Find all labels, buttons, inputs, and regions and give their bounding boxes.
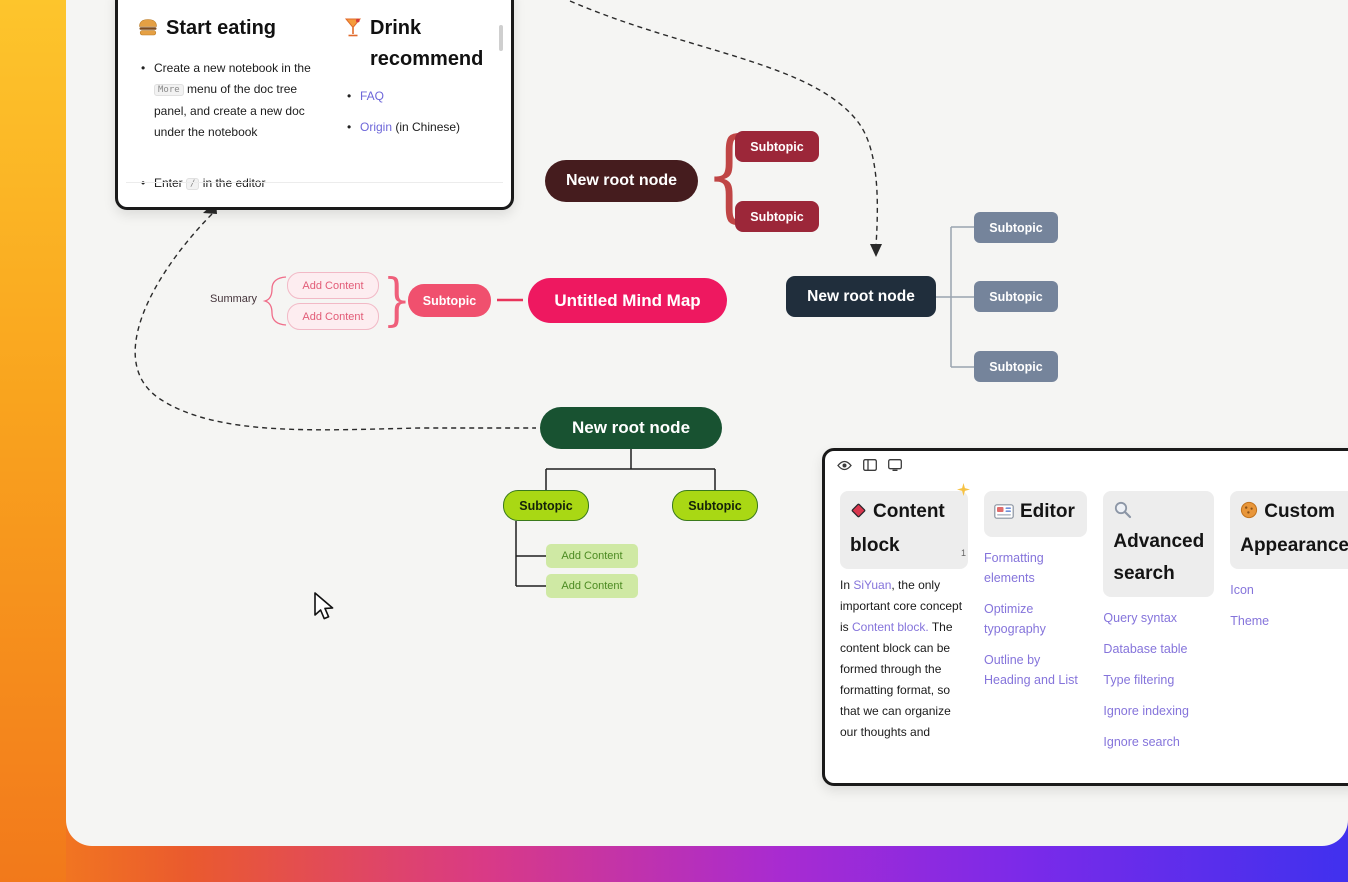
drink-list: FAQ Origin (in Chinese) — [344, 86, 497, 138]
editor-icon — [994, 498, 1014, 530]
card-title-text: Editor — [1020, 501, 1075, 522]
list-item: Ignore indexing — [1103, 701, 1214, 721]
doc-panel-content: Content block 1 In SiYuan, the only impo… — [840, 483, 1348, 763]
mindmap-root-node[interactable]: New root node — [786, 276, 936, 317]
more-kbd: More — [154, 84, 184, 96]
advanced-search-card[interactable]: Advanced search — [1103, 491, 1215, 597]
doc-link[interactable]: Type filtering — [1103, 673, 1175, 687]
list-text: in the editor — [199, 176, 266, 190]
doc-link[interactable]: Formatting elements — [984, 551, 1044, 585]
doc-panel-toolbar — [825, 451, 1348, 479]
list-text: Enter — [154, 176, 187, 190]
doc-link[interactable]: Ignore indexing — [1103, 704, 1189, 718]
doc-link[interactable]: Database table — [1103, 642, 1188, 656]
advanced-search-links: Query syntax Database table Type filteri… — [1103, 608, 1214, 752]
mindmap-root-node[interactable]: Untitled Mind Map — [528, 278, 727, 323]
para-text: In — [840, 578, 854, 592]
subtopic-node[interactable]: Subtopic — [408, 284, 491, 317]
sparkle-icon — [957, 483, 970, 501]
card-title-text: Content block — [850, 501, 945, 556]
card-title: Editor — [994, 496, 1077, 530]
content-block-card[interactable]: Content block — [840, 491, 968, 569]
section-heading-start-eating: Start eating — [138, 13, 334, 47]
add-content-node[interactable]: Add Content — [546, 574, 638, 598]
subtopic-node[interactable]: Subtopic — [672, 490, 758, 521]
burger-icon — [138, 16, 158, 47]
subtopic-node[interactable]: Subtopic — [974, 212, 1058, 243]
subtopic-node[interactable]: Subtopic — [974, 351, 1058, 382]
list-text: (in Chinese) — [392, 120, 461, 134]
card-title-text: Custom Appearance — [1240, 501, 1348, 556]
add-content-node[interactable]: Add Content — [287, 272, 379, 299]
doc-link[interactable]: Theme — [1230, 614, 1270, 628]
summary-label: Summary — [210, 293, 258, 305]
list-item: Create a new notebook in the More menu o… — [141, 58, 326, 143]
mindmap-root-node[interactable]: New root node — [545, 160, 698, 202]
editor-links: Formatting elements Optimize typography … — [984, 548, 1087, 690]
section-title: Drink recommend — [370, 17, 484, 70]
doc-panel: Content block 1 In SiYuan, the only impo… — [822, 448, 1348, 786]
cocktail-icon — [344, 16, 362, 47]
card-title: Content block — [850, 496, 958, 562]
doc-column-appearance: Custom Appearance Icon Theme — [1230, 491, 1348, 763]
list-item: Query syntax — [1103, 608, 1214, 628]
window-icon[interactable] — [888, 459, 902, 471]
doc-column-editor: Editor Formatting elements Optimize typo… — [984, 491, 1088, 763]
faq-link[interactable]: FAQ — [360, 89, 385, 103]
content-block-paragraph: In SiYuan, the only important core conce… — [840, 575, 968, 743]
start-eating-list: Create a new notebook in the More menu o… — [138, 58, 326, 195]
para-text: , the only important core concept is — [840, 578, 963, 634]
doc-link[interactable]: Icon — [1230, 583, 1254, 597]
card-title: Advanced search — [1113, 531, 1205, 584]
footnote-badge: 1 — [961, 548, 967, 558]
list-text: Create a new notebook in the — [154, 61, 311, 75]
section-heading-drink-recommend: Drink recommend — [344, 13, 497, 75]
magnifier-icon — [1113, 500, 1204, 524]
subtopic-node[interactable]: Subtopic — [503, 490, 589, 521]
card-title: Custom Appearance — [1240, 496, 1348, 562]
para-text: The content block can be formed through … — [840, 620, 953, 739]
tutorial-card: Start eating Create a new notebook in th… — [115, 0, 514, 210]
diamond-icon — [850, 498, 867, 530]
list-item: Outline by Heading and List — [984, 650, 1087, 690]
add-content-node[interactable]: Add Content — [546, 544, 638, 568]
list-item: Icon — [1230, 580, 1348, 600]
mouse-cursor — [313, 592, 339, 627]
content-block-link[interactable]: Content block. — [852, 620, 929, 634]
scrollbar-thumb[interactable] — [499, 25, 503, 51]
doc-column-content-block: Content block 1 In SiYuan, the only impo… — [840, 483, 970, 763]
doc-link[interactable]: Outline by Heading and List — [984, 653, 1078, 687]
divider — [126, 182, 503, 183]
origin-link[interactable]: Origin — [360, 120, 393, 134]
doc-column-advanced-search: Advanced search Query syntax Database ta… — [1103, 491, 1215, 763]
list-item: Origin (in Chinese) — [347, 117, 497, 138]
list-text: menu of the doc tree panel, and create a… — [154, 82, 305, 139]
cookie-icon — [1240, 498, 1258, 530]
editor-card[interactable]: Editor — [984, 491, 1088, 537]
subtopic-node[interactable]: Subtopic — [974, 281, 1058, 312]
appearance-card[interactable]: Custom Appearance — [1230, 491, 1348, 569]
list-item: Ignore search — [1103, 732, 1214, 752]
list-item: Database table — [1103, 639, 1214, 659]
list-item: Optimize typography — [984, 599, 1087, 639]
eye-icon[interactable] — [837, 460, 852, 471]
subtopic-node[interactable]: Subtopic — [735, 131, 819, 162]
doc-link[interactable]: Ignore search — [1103, 735, 1180, 749]
section-title: Start eating — [166, 17, 277, 39]
list-item: Type filtering — [1103, 670, 1214, 690]
split-view-icon[interactable] — [863, 459, 877, 471]
add-content-node[interactable]: Add Content — [287, 303, 379, 330]
doc-link[interactable]: Query syntax — [1103, 611, 1178, 625]
appearance-links: Icon Theme — [1230, 580, 1348, 631]
left-gradient-strip — [0, 0, 66, 882]
list-item: Enter / in the editor — [141, 173, 326, 195]
siyuan-link[interactable]: SiYuan — [853, 578, 892, 592]
list-item: Theme — [1230, 611, 1348, 631]
slash-kbd: / — [186, 178, 200, 190]
list-item: Formatting elements — [984, 548, 1087, 588]
subtopic-node[interactable]: Subtopic — [735, 201, 819, 232]
mindmap-root-node[interactable]: New root node — [540, 407, 722, 449]
doc-link[interactable]: Optimize typography — [984, 602, 1046, 636]
list-item: FAQ — [347, 86, 497, 107]
